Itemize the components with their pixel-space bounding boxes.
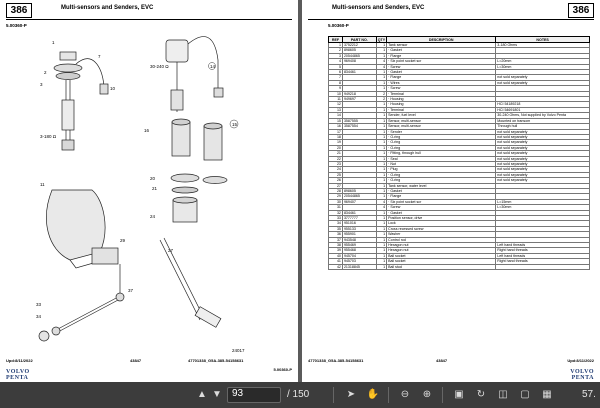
- callout-15: 15: [232, 122, 238, 127]
- ohm-label-1: 3-180 Ω: [40, 134, 57, 139]
- cell-notes: 30-240 Ohms, Not supplied by Volvo Penta: [495, 112, 590, 119]
- callout-2: 2: [44, 70, 47, 75]
- callout-20: 20: [150, 176, 156, 181]
- two-page-icon[interactable]: ◫: [498, 389, 508, 400]
- callout-14: 14: [210, 64, 216, 69]
- right-footer-id: 43847: [436, 358, 448, 363]
- page-number-input[interactable]: 93: [227, 387, 281, 403]
- right-page-title: Multi-sensors and Senders, EVC: [332, 5, 425, 11]
- cell-qty: 1: [375, 263, 388, 271]
- exploded-parts-diagram: 15 14 1 2 3 7 10 16 20 21 11 24 27 29 33…: [36, 36, 245, 353]
- thumbnails-icon[interactable]: ▦: [542, 389, 552, 400]
- callout-3: 3: [40, 82, 43, 87]
- next-page-icon[interactable]: ▼: [212, 389, 222, 400]
- left-footer-code: 5.00360-P: [273, 367, 292, 372]
- right-page: Multi-sensors and Senders, EVC 386 5.003…: [302, 0, 600, 382]
- ohm-label-2: 30-240 Ω: [150, 64, 169, 69]
- rotate-icon[interactable]: ↻: [476, 389, 486, 400]
- left-page: 386 Multi-sensors and Senders, EVC 5.003…: [0, 0, 298, 382]
- total-pages: / 150: [287, 389, 310, 400]
- callout-16: 16: [144, 128, 150, 133]
- callout-7: 7: [98, 54, 101, 59]
- callout-10: 10: [110, 86, 116, 91]
- callout-24: 24: [150, 214, 156, 219]
- callout-37: 37: [128, 288, 134, 293]
- image-code: 24017: [232, 348, 245, 353]
- zoom-level[interactable]: 57.: [582, 389, 596, 400]
- left-page-header: 386 Multi-sensors and Senders, EVC: [6, 3, 292, 20]
- zoom-out-icon[interactable]: ⊖: [400, 389, 410, 400]
- viewer-toolbar: ▲ ▼ 93 / 150 ➤ ✋ ⊖ ⊕ ▣ ↻ ◫ ▢ ▦ 57.: [0, 382, 600, 408]
- callout-34: 34: [36, 314, 42, 319]
- left-footer-id: 43847: [130, 358, 142, 363]
- callout-1: 1: [52, 40, 55, 45]
- callout-33: 33: [36, 302, 42, 307]
- cell-ref: 42: [328, 263, 343, 271]
- cell-part-no: 21318845: [341, 263, 377, 271]
- single-page-icon[interactable]: ▢: [520, 389, 530, 400]
- callout-29: 29: [120, 238, 126, 243]
- hand-tool-icon[interactable]: ✋: [366, 389, 380, 400]
- right-footer-doc: 47701338_G5A-385-54158631: [308, 358, 364, 363]
- left-section-code: 5.00360-P: [6, 23, 27, 28]
- callout-21: 21: [152, 186, 158, 191]
- right-footer-date: Upd:8/11/2022: [567, 358, 594, 363]
- right-page-number: 386: [568, 3, 594, 18]
- prev-page-icon[interactable]: ▲: [197, 389, 207, 400]
- left-footer-date: Upd:8/11/2022: [6, 358, 33, 363]
- left-page-title: Multi-sensors and Senders, EVC: [61, 5, 154, 11]
- left-page-number: 386: [6, 3, 32, 18]
- left-volvo-logo: VOLVO PENTA: [6, 369, 30, 381]
- fit-page-icon[interactable]: ▣: [454, 389, 464, 400]
- pointer-tool-icon[interactable]: ➤: [346, 389, 356, 400]
- right-section-code: 5.00360-P: [328, 23, 349, 28]
- callout-11: 11: [40, 182, 45, 187]
- cell-notes: [495, 263, 590, 271]
- right-volvo-logo: VOLVO PENTA: [570, 369, 594, 381]
- callout-27: 27: [168, 248, 174, 253]
- right-page-header: Multi-sensors and Senders, EVC 386: [308, 3, 594, 20]
- cell-description: Ball stud: [386, 263, 497, 271]
- left-footer-doc: 47701338_G5A-385-54158631: [188, 358, 244, 363]
- zoom-in-icon[interactable]: ⊕: [422, 389, 432, 400]
